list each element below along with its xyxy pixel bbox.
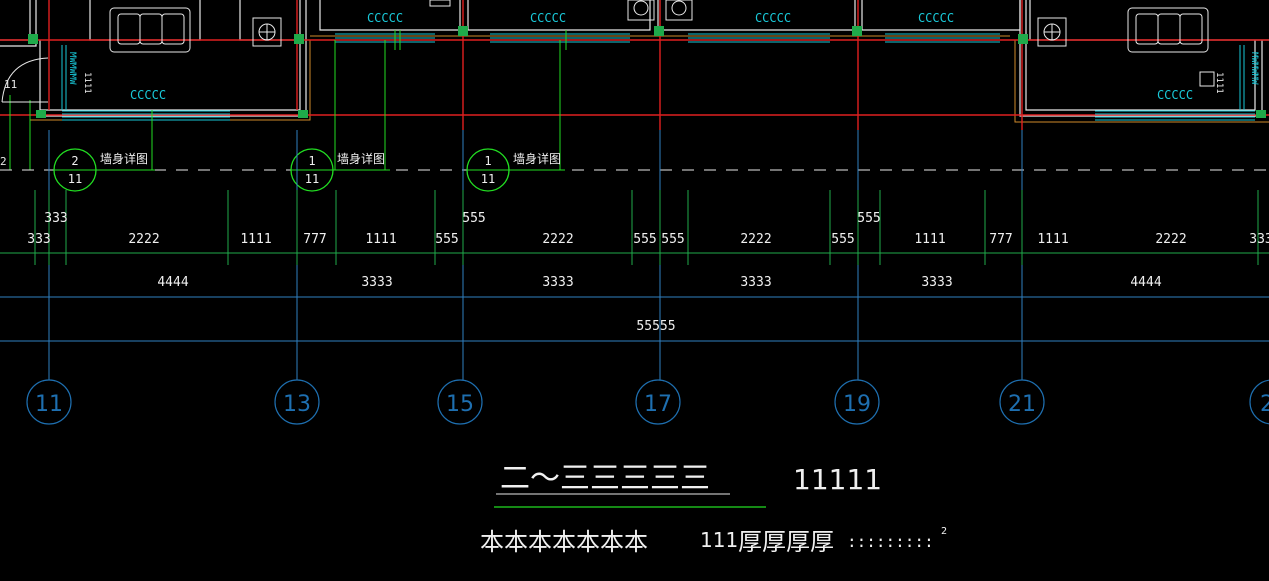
dimension-value: 2222 (542, 232, 573, 247)
ac-unit-icon (627, 0, 655, 21)
window-leaders (9, 30, 567, 170)
window-tag: MWMWMW (1249, 52, 1259, 85)
equipment-icons (252, 0, 1215, 87)
room-label: CCCCC (130, 88, 166, 102)
ac-unit-icon (252, 17, 282, 47)
dimension-value: 1111 (1037, 232, 1068, 247)
edge-callout-tag: 2 (0, 155, 7, 168)
dimension-value: 555 (831, 232, 854, 247)
callout-detail-number: 2 (71, 154, 78, 168)
callout-sheet-number: 11 (305, 172, 319, 186)
detail-callout: 1 11 墙身详图 (290, 148, 390, 192)
dimension-value: 777 (989, 232, 1012, 247)
dimension-value: 1111 (365, 232, 396, 247)
drawing-title: 二～三三三三三 (500, 461, 710, 496)
dimension-row-1: 333 2222 1111 777 1111 555 2222 555 555 … (27, 232, 1269, 247)
axis-bubble: 11 (26, 379, 72, 425)
dimension-value: 333 (1249, 232, 1269, 247)
callout-label: 墙身详图 (513, 151, 561, 166)
side-tags: MWMWMW 1111 MWMWMW 1111 11 (4, 52, 1259, 94)
dimension-value: 2222 (740, 232, 771, 247)
axis-label: 19 (843, 392, 871, 417)
drawing-scale: 11111 (793, 463, 882, 496)
callout-detail-number: 1 (484, 154, 491, 168)
dimension-value: 777 (303, 232, 326, 247)
room-label: CCCCC (530, 11, 566, 25)
dimension-value: 555 (661, 232, 684, 247)
inner-finish-lines (30, 35, 1269, 123)
axis-label: 15 (446, 392, 474, 417)
dimension-value: 4444 (1130, 275, 1161, 290)
dimension-value: 555 (633, 232, 656, 247)
room-label: CCCCC (367, 11, 403, 25)
ac-unit-icon (665, 0, 693, 21)
axis-label: 13 (283, 392, 311, 417)
room-label: CCCCC (1157, 88, 1193, 102)
dimension-value: 555 (435, 232, 458, 247)
detail-callouts: 2 11 墙身详图 1 11 墙身详图 1 11 墙身详图 (53, 148, 565, 192)
axis-label: 2 (1260, 392, 1269, 417)
dimension-value: 1111 (240, 232, 271, 247)
dimension-value: 3333 (361, 275, 392, 290)
window-tag: 1111 (82, 72, 92, 94)
dimension-ticks (34, 190, 1259, 265)
dimension-value: 2222 (1155, 232, 1186, 247)
windows (61, 33, 1255, 121)
axis-bubble: 15 (437, 379, 483, 425)
axis-bubble: 21 (999, 379, 1045, 425)
column-blocks (28, 26, 1266, 118)
axis-label: 17 (644, 392, 672, 417)
dimension-value: 1111 (914, 232, 945, 247)
dimension-value: 2222 (128, 232, 159, 247)
room-labels: CCCCC CCCCC CCCCC CCCCC CCCCC CCCCC (130, 11, 1193, 102)
red-wall-lines (0, 0, 1269, 130)
door-swing-icon (1, 57, 49, 103)
drawing-note-superscript: 2 (941, 526, 947, 537)
dimension-value: 3333 (921, 275, 952, 290)
door-tag: 11 (4, 78, 17, 91)
axis-bubble: 13 (274, 379, 320, 425)
overall-dimension-line (0, 296, 1269, 342)
ac-unit-icon (1037, 17, 1067, 47)
sofa-icon (109, 7, 191, 53)
callout-label: 墙身详图 (337, 151, 385, 166)
callout-sheet-number: 11 (481, 172, 495, 186)
dimension-value: 55555 (636, 319, 675, 334)
dimension-row-2: 4444 3333 3333 3333 3333 4444 (157, 275, 1161, 290)
sofa-icons (109, 7, 1209, 53)
drawing-note-dots: ::::::::: (847, 532, 934, 551)
detail-callout: 1 11 墙身详图 (466, 148, 565, 192)
callout-detail-number: 1 (308, 154, 315, 168)
axis-label: 11 (35, 392, 63, 417)
axis-label: 21 (1008, 392, 1036, 417)
dimension-row-upper: 333 555 555 (44, 211, 880, 226)
dimension-value: 3333 (542, 275, 573, 290)
axis-bubble: 19 (834, 379, 880, 425)
drawing-title-block: 二～三三三三三 11111 本本本本本本本 111 厚厚厚厚 :::::::::… (480, 461, 947, 556)
room-label: CCCCC (918, 11, 954, 25)
axis-grid-lines (48, 130, 1023, 380)
window-tag: MWMWMW (67, 52, 77, 85)
dimension-value: 555 (857, 211, 880, 226)
axis-bubbles: 11 13 15 17 19 21 2 (26, 379, 1269, 425)
drawing-note-thickness: 厚厚厚厚 (738, 528, 834, 556)
drawing-note: 本本本本本本本 (480, 528, 648, 556)
dimension-value: 4444 (157, 275, 188, 290)
dimension-row-3: 55555 (636, 319, 675, 334)
callout-label: 墙身详图 (100, 151, 148, 166)
detail-callout: 2 11 墙身详图 (53, 148, 155, 192)
sofa-icon (1127, 7, 1209, 53)
callout-sheet-number: 11 (68, 172, 82, 186)
dimension-value: 3333 (740, 275, 771, 290)
dimension-value: 333 (44, 211, 67, 226)
drawing-note-number: 111 (700, 528, 738, 552)
floor-plan-fragment: CCCCC CCCCC CCCCC CCCCC CCCCC CCCCC MWMW… (0, 0, 1269, 170)
room-label: CCCCC (755, 11, 791, 25)
dimension-value: 555 (462, 211, 485, 226)
dimension-value: 333 (27, 232, 50, 247)
axis-bubble: 2 (1249, 379, 1269, 425)
window-tag: 1111 (1214, 72, 1224, 94)
axis-bubble: 17 (635, 379, 681, 425)
